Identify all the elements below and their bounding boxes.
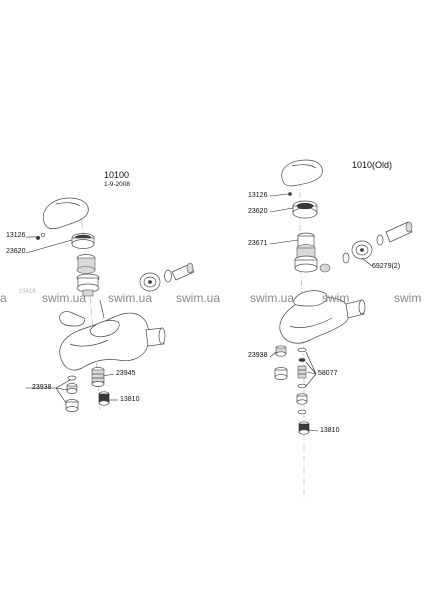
left-label-13126: 13126 [6, 232, 26, 239]
left-handle [42, 197, 89, 230]
left-label-23620: 23620 [6, 248, 26, 255]
right-screw-13126 [288, 192, 292, 196]
watermark-4: swim.ua [250, 291, 295, 305]
right-label-23938: 23938 [248, 352, 268, 359]
left-side-ring [164, 269, 172, 283]
watermark-3: swim.ua [176, 291, 221, 305]
left-seal-23938 [67, 375, 77, 381]
right-label-58077: 58077 [318, 370, 338, 377]
left-date: 1-9-2008 [104, 181, 131, 188]
right-label-13810: 13810 [320, 427, 340, 434]
right-side-connector [385, 221, 413, 243]
left-label-23945: 23945 [116, 370, 136, 377]
right-model-title: 1010(Old) [352, 160, 393, 170]
watermark-1: swim.ua [42, 291, 87, 305]
right-label-23620: 23620 [248, 208, 268, 215]
left-model-title: 10100 [104, 170, 130, 180]
right-label-69279: 69279(2) [372, 263, 401, 270]
right-label-13126: 13126 [248, 192, 268, 199]
right-valve-58077 [297, 347, 307, 353]
right-handle [281, 159, 323, 187]
watermark-2: swim.ua [108, 291, 153, 305]
right-label-23671: 23671 [248, 240, 268, 247]
left-assembly [25, 197, 195, 412]
left-label-13810: 13810 [120, 396, 140, 403]
watermark-5: swim [322, 291, 350, 305]
left-faint-code: 03416 [19, 289, 36, 295]
watermark-fragment: a [0, 291, 7, 305]
right-assembly [269, 159, 413, 500]
left-diverter-lever [59, 311, 85, 327]
left-label-23938: 23938 [32, 384, 52, 391]
watermark-6: swim [394, 291, 422, 305]
